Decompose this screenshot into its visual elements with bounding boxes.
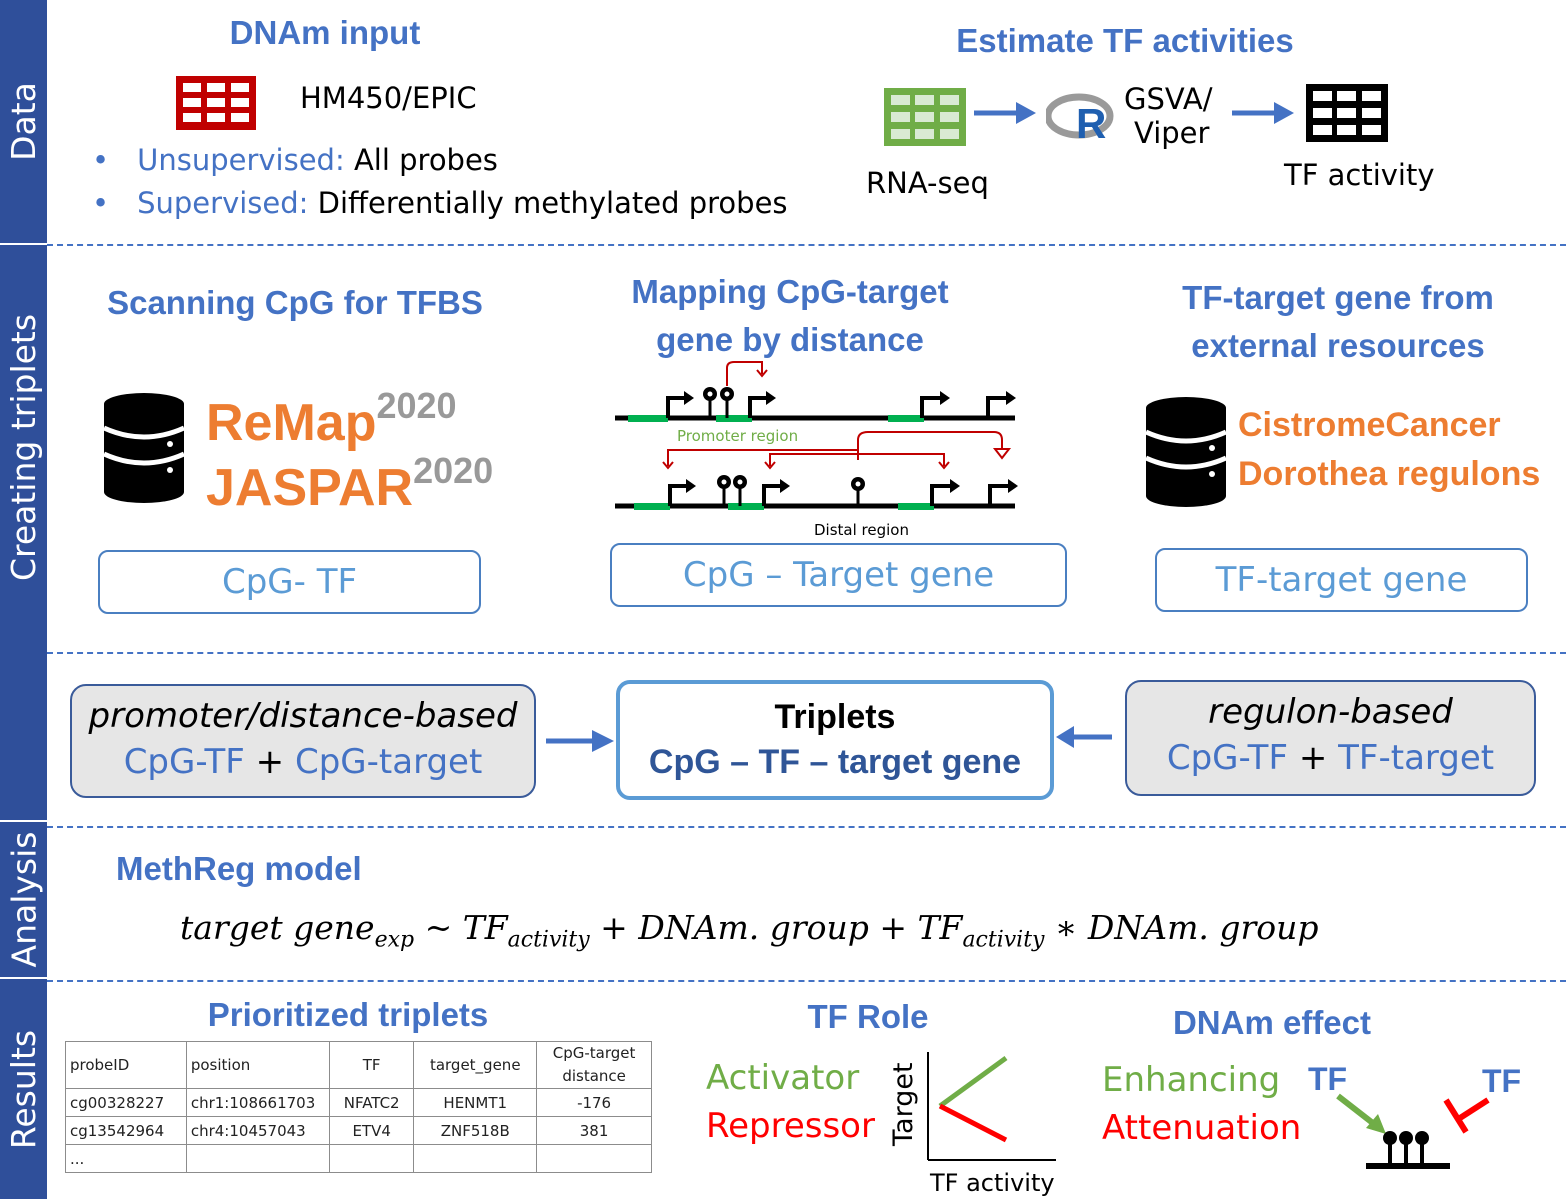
- tf-activity-matrix-icon: [1306, 84, 1388, 142]
- tf-activity-label: TF activity: [1284, 158, 1435, 192]
- section-divider: [47, 980, 1566, 982]
- table-header: TF: [329, 1041, 415, 1089]
- triplets-box: Triplets CpG – TF – target gene: [616, 680, 1054, 800]
- sidebar-divider: [0, 820, 47, 822]
- cpg-tf-box: CpG- TF: [98, 550, 481, 614]
- svg-text:TF: TF: [1308, 1061, 1347, 1097]
- database-icon: [1144, 397, 1228, 507]
- bullet-supervised: •Supervised: Differentially methylated p…: [92, 186, 788, 220]
- repressor-line: [938, 1103, 1008, 1143]
- dnam-effect-title: DNAm effect: [1172, 1004, 1372, 1041]
- promoter-distance-box: promoter/distance-based CpG-TF + CpG-tar…: [70, 684, 536, 798]
- activator-line: [938, 1055, 1008, 1109]
- enhancing-label: Enhancing: [1102, 1060, 1281, 1100]
- attenuation-label: Attenuation: [1102, 1108, 1302, 1148]
- svg-text:R: R: [1076, 100, 1106, 144]
- section-divider: [47, 826, 1566, 828]
- section-label-results: Results: [4, 1029, 44, 1149]
- table-row: ...: [65, 1144, 652, 1173]
- arrow-right-icon: [546, 730, 614, 752]
- svg-text:Distal region: Distal region: [814, 521, 909, 539]
- cpg-target-mapping-diagram: Promoter region Distal region: [615, 361, 1018, 539]
- remap-label: ReMap2020: [206, 385, 457, 452]
- cpg-target-gene-box: CpG – Target gene: [610, 543, 1067, 607]
- cistromecancer-label: CistromeCancer: [1238, 406, 1501, 444]
- r-logo-icon: R: [1046, 93, 1114, 144]
- regulon-based-box: regulon-based CpG-TF + TF-target: [1125, 680, 1536, 796]
- tf-target-gene-box: TF-target gene: [1155, 548, 1528, 612]
- prioritized-triplets-title: Prioritized triplets: [207, 996, 489, 1033]
- svg-text:TF activity: TF activity: [929, 1169, 1055, 1197]
- section-sidebar: [0, 0, 47, 1199]
- section-label-analysis: Analysis: [4, 831, 43, 968]
- section-label-data: Data: [4, 82, 44, 161]
- section-label-creating-triplets: Creating triplets: [4, 313, 43, 582]
- dnam-input-title: DNAm input: [229, 14, 421, 51]
- platform-label: HM450/EPIC: [300, 81, 477, 115]
- repressor-label: Repressor: [706, 1106, 875, 1146]
- attenuation-inhibitor: [1458, 1097, 1490, 1121]
- enhancing-arrow: [1336, 1093, 1376, 1127]
- bullet-unsupervised: •Unsupervised: All probes: [92, 143, 498, 177]
- tf-role-title: TF Role: [807, 998, 929, 1035]
- tf-activities-title: Estimate TF activities: [956, 22, 1294, 59]
- dnam-matrix-icon: [176, 76, 256, 130]
- database-icon: [102, 393, 186, 503]
- table-row: cg00328227 chr1:108661703 NFATC2 HENMT1 …: [65, 1088, 652, 1117]
- methreg-formula: target geneexp ~ TFactivity + DNAm. grou…: [180, 908, 1319, 953]
- svg-text:Promoter region: Promoter region: [677, 427, 798, 445]
- table-header-row: probeID position TF target_gene CpG-targ…: [65, 1041, 652, 1089]
- table-header: position: [185, 1041, 331, 1089]
- external-resources-title: TF-target gene from external resources: [1182, 279, 1494, 364]
- arrow-right-icon: [1232, 102, 1294, 124]
- arrow-right-icon: [974, 102, 1036, 124]
- mapping-title: Mapping CpG-target gene by distance: [631, 273, 949, 358]
- sidebar-divider: [0, 243, 47, 245]
- prioritized-triplets-table: probeID position TF target_gene CpG-targ…: [65, 1041, 652, 1173]
- sidebar-divider: [0, 977, 47, 979]
- arrow-left-icon: [1056, 726, 1112, 748]
- section-divider: [47, 244, 1566, 246]
- methreg-model-title: MethReg model: [116, 850, 362, 887]
- tf-role-plot: Target TF activity: [888, 1052, 1056, 1197]
- scanning-title: Scanning CpG for TFBS: [107, 284, 483, 321]
- dnam-effect-diagram: TF TF: [1308, 1061, 1521, 1169]
- jaspar-label: JASPAR2020: [206, 450, 494, 517]
- dorothea-label: Dorothea regulons: [1238, 455, 1541, 493]
- table-row: cg13542964 chr4:10457043 ETV4 ZNF518B 38…: [65, 1116, 652, 1145]
- table-header: probeID: [65, 1041, 187, 1089]
- table-header: target_gene: [413, 1041, 538, 1089]
- svg-text:TF: TF: [1482, 1063, 1521, 1099]
- svg-text:Target: Target: [888, 1062, 919, 1147]
- activator-label: Activator: [706, 1058, 860, 1098]
- section-divider: [47, 652, 1566, 654]
- rnaseq-label: RNA-seq: [866, 166, 989, 200]
- rnaseq-matrix-icon: [884, 88, 966, 146]
- tool-label: GSVA/ Viper: [1124, 82, 1213, 150]
